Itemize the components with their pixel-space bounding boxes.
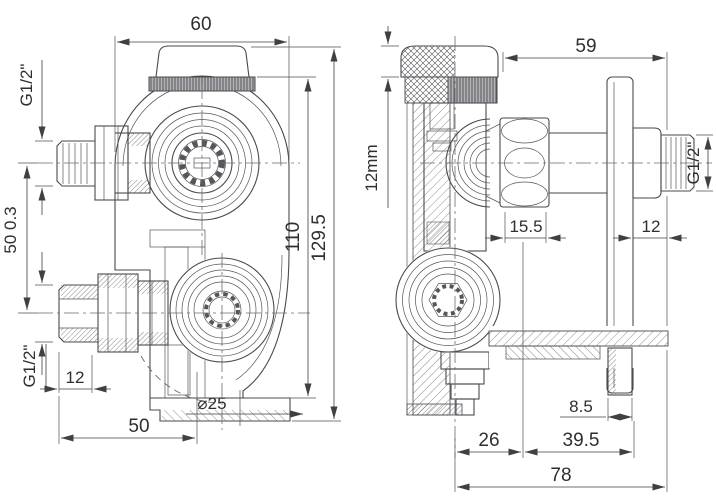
dim-label-78: 78 — [550, 465, 571, 486]
dimension-overall-depth: 78 — [454, 462, 665, 492]
cap-dome — [155, 45, 250, 78]
dim-label-d25: ⌀25 — [197, 394, 226, 413]
dim-label-50: 50 — [128, 416, 149, 437]
cap-section-hatch — [401, 46, 455, 77]
section-shelf — [149, 229, 206, 248]
dimension-cap-depth: 12mm — [362, 26, 399, 208]
dimension-outlet-thread: G1/2" — [684, 134, 713, 192]
dimension-center-distance: 50 0.3 — [1, 162, 38, 314]
dimension-body-height: 110 — [245, 76, 316, 399]
dim-label-12-right: 12 — [642, 217, 661, 236]
wall-foot — [406, 403, 463, 416]
dim-label-50-03: 50 0.3 — [1, 206, 20, 253]
dimension-cartridge-width: 15.5 — [485, 212, 566, 243]
spline-teeth — [204, 292, 240, 328]
male-thread — [56, 140, 95, 187]
dim-label-60: 60 — [190, 14, 211, 35]
dimension-lower-thread-length: 12 — [40, 352, 111, 393]
male-thread — [660, 134, 695, 192]
dim-label-8-5: 8.5 — [569, 397, 593, 416]
dimension-plate-offset: 39.5 — [525, 421, 635, 458]
dim-label-12mm: 12mm — [362, 144, 381, 191]
bottom-outlet-channel — [488, 326, 669, 396]
cartridge-cylinder — [499, 117, 550, 208]
dim-label-g12-lower: G1/2" — [20, 345, 39, 388]
spline-teeth — [432, 284, 464, 316]
dimension-upper-thread: G1/2" — [17, 60, 53, 215]
dimension-depth-top: 59 — [502, 36, 668, 492]
dimension-bottom-width: 50 — [58, 372, 198, 444]
side-view: 59 12mm G1/2" 15.5 — [362, 26, 713, 492]
body-inner-corner-line — [235, 254, 283, 381]
dimension-lower-thread: G1/2" — [20, 252, 53, 390]
dim-label-39-5: 39.5 — [563, 430, 600, 451]
dim-label-15-5: 15.5 — [509, 217, 542, 236]
dimension-outlet-length: 12 — [613, 202, 687, 243]
dim-label-g12-outlet: G1/2" — [684, 142, 703, 185]
dimension-width-top: 60 — [114, 14, 290, 160]
side-cap — [400, 45, 499, 104]
dim-label-26: 26 — [478, 430, 499, 451]
dimension-center-offset: 26 — [454, 430, 521, 458]
dim-label-12-left: 12 — [66, 368, 85, 387]
front-view: 60 129.5 110 G1/2" — [1, 14, 341, 444]
flow-control-rings — [395, 247, 501, 353]
dim-label-g12-upper: G1/2" — [17, 64, 36, 107]
valve-body-outline — [114, 75, 290, 399]
dimension-boss-diameter: ⌀25 — [186, 390, 303, 426]
dimension-tab-width: 8.5 — [560, 397, 633, 421]
dim-label-129-5: 129.5 — [309, 214, 330, 262]
dim-label-110: 110 — [283, 222, 304, 252]
dim-label-59: 59 — [575, 36, 596, 57]
knurled-ring-side — [447, 76, 498, 104]
phantom-arc — [140, 355, 222, 404]
section-stem — [167, 344, 191, 396]
base-plate-hatch — [162, 410, 288, 421]
dimension-overall-height: 129.5 — [251, 46, 341, 422]
